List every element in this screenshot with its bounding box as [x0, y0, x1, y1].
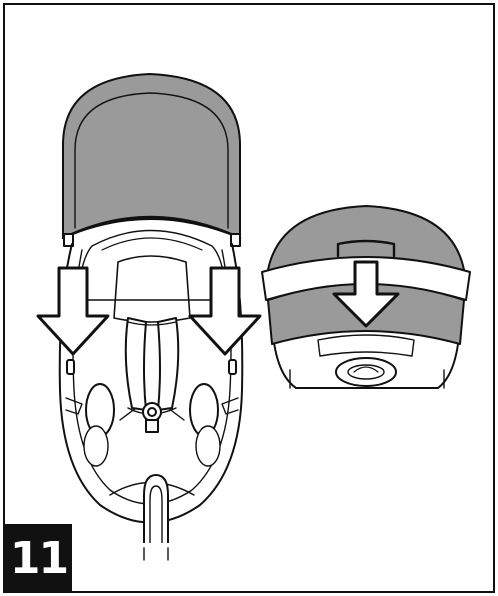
step-number-badge: 11	[5, 524, 72, 592]
canopy-hinge-left	[63, 233, 74, 247]
down-arrow-icon	[36, 266, 110, 356]
adjust-knob	[335, 357, 397, 387]
canopy-release-bracket	[336, 239, 396, 258]
belt-guide-left	[66, 359, 75, 375]
canopy-hinge-right	[230, 233, 241, 247]
canopy	[62, 73, 241, 239]
step-number: 11	[9, 533, 69, 584]
harness-strap-right	[157, 317, 180, 411]
down-arrow-icon	[188, 266, 262, 356]
canopy-inner-line	[74, 92, 229, 229]
canopy-edge	[61, 215, 242, 240]
release-handle	[317, 334, 415, 357]
belt-guide-right	[228, 359, 237, 375]
harness-buckle	[142, 402, 162, 422]
harness-strap-left	[124, 317, 147, 411]
car-seat-top-view	[36, 73, 262, 561]
down-arrow-icon	[332, 260, 400, 328]
car-seat-canopy-front-view	[261, 205, 471, 389]
